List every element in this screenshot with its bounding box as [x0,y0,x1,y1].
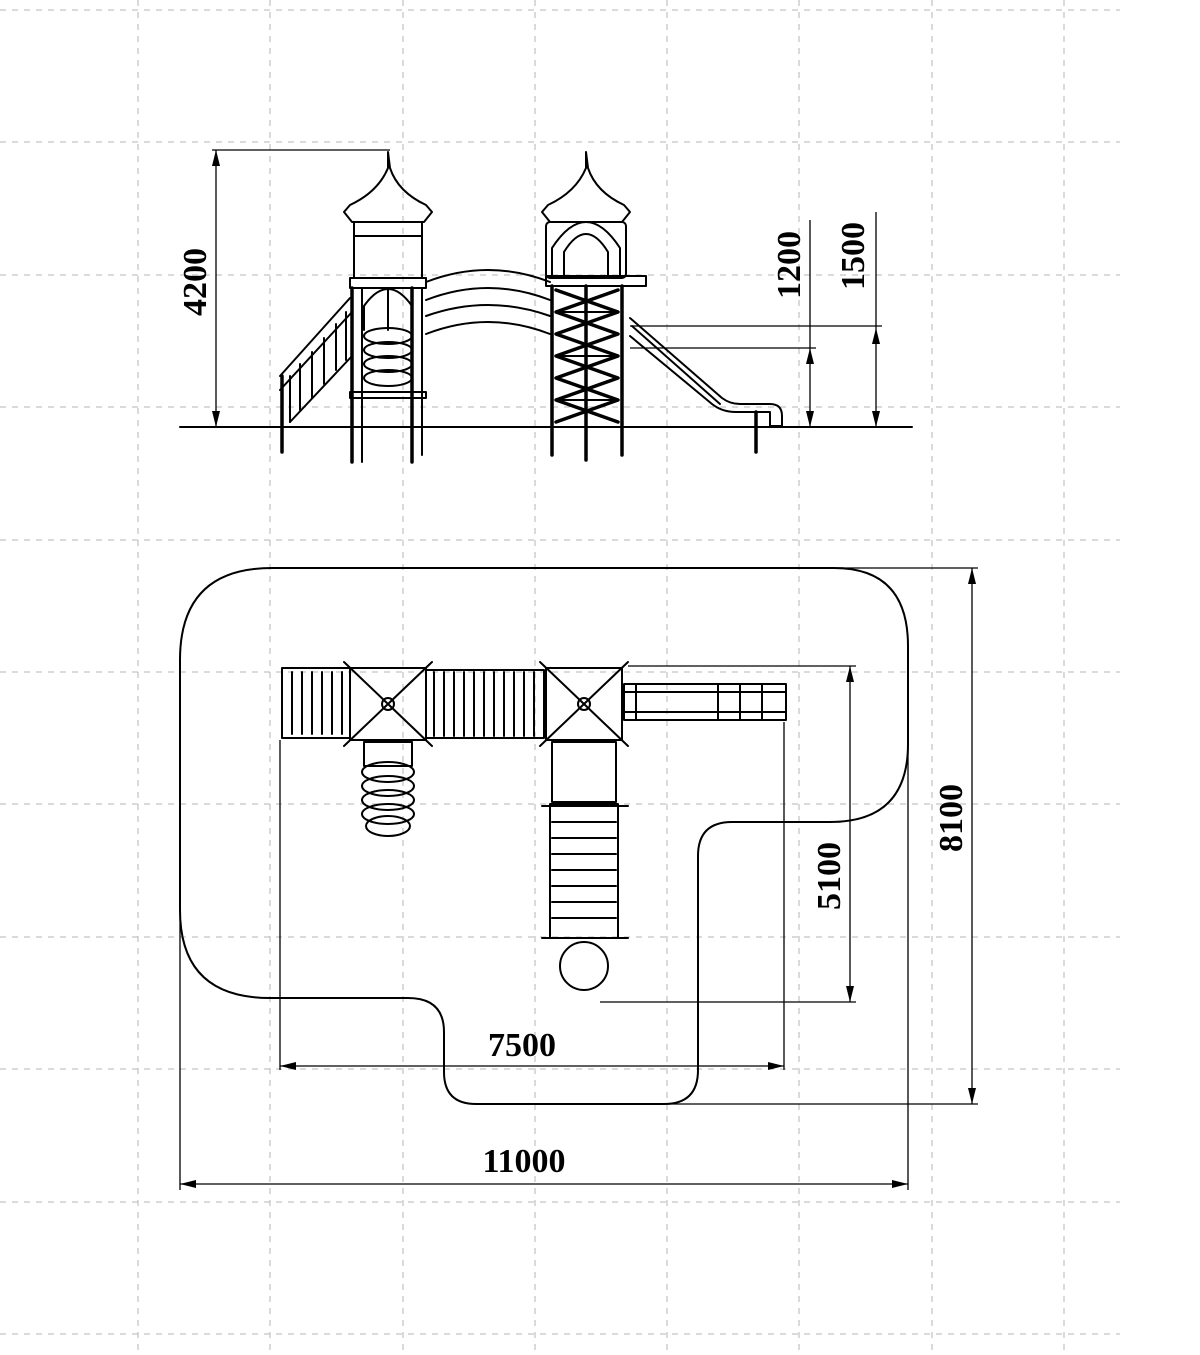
dim-equipment-length: 7500 [279,722,785,1070]
slide [629,317,783,454]
dim-platform-height-1: 1200 [630,220,816,427]
right-tower [541,151,647,462]
dim-label-7500: 7500 [488,1027,556,1064]
dim-overall-height: 4200 [177,149,390,427]
plan-spiral-tube [361,741,415,837]
dim-label-4200: 4200 [177,248,214,316]
arched-bridge [425,269,551,335]
dim-label-1500: 1500 [835,222,872,290]
left-tower [343,151,433,464]
dim-equipment-width: 5100 [600,665,856,1003]
dim-label-5100: 5100 [811,842,848,910]
dim-zone-length: 11000 [179,744,909,1190]
dim-label-11000: 11000 [482,1143,565,1180]
plan-left-stairs [281,667,351,739]
left-staircase [279,297,353,454]
dim-platform-height-2: 1500 [630,212,882,427]
side-elevation: 4200 1200 1500 [177,149,913,464]
plan-left-tower [343,661,433,747]
plan-bridge [425,669,545,739]
dim-label-1200: 1200 [771,231,808,299]
plan-right-tower [539,661,629,747]
dim-label-8100: 8100 [933,784,970,852]
plan-net-climber [541,741,629,991]
plan-slide [623,683,787,721]
dim-zone-width: 8100 [666,567,978,1105]
plan-view: 7500 5100 8100 11000 [179,567,978,1190]
